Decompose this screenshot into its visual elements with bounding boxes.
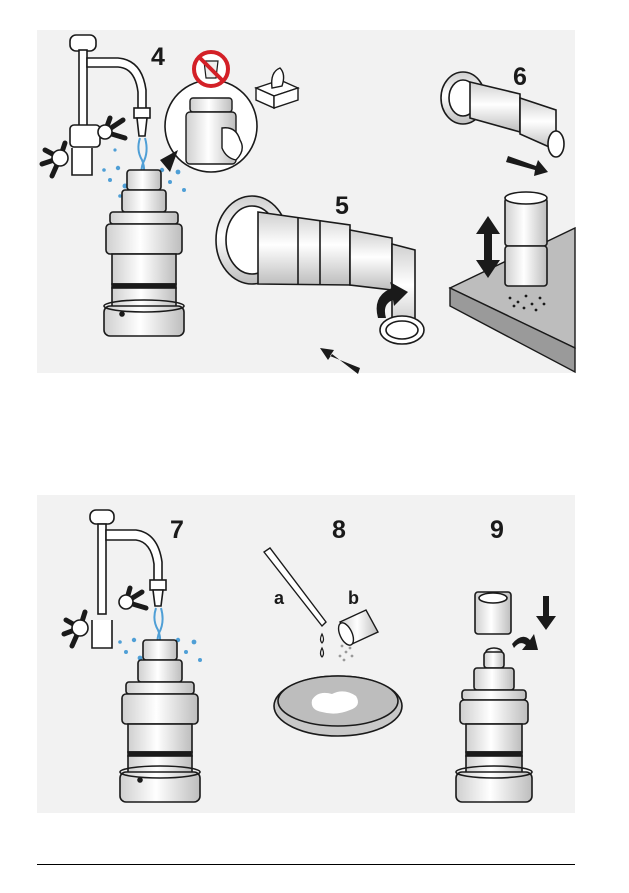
- push-arrow-icon: [320, 348, 360, 374]
- label-a: a: [274, 588, 284, 609]
- tissue-box-icon: [256, 68, 298, 108]
- pipette-icon: [264, 548, 326, 626]
- sensor-horizontal-5: [216, 196, 424, 344]
- step-number-5: 5: [335, 192, 349, 221]
- sensor-horizontal-6: [441, 72, 564, 157]
- faucet-icon-7: [64, 510, 166, 648]
- step-number-7: 7: [170, 516, 184, 545]
- callout-wipe: [160, 80, 257, 172]
- powder-container-icon: [335, 610, 378, 647]
- sensor-vertical-6: [505, 192, 547, 286]
- cap-icon: [475, 592, 511, 634]
- step-number-9: 9: [490, 516, 504, 545]
- petri-dish: [274, 676, 402, 736]
- drops: [321, 634, 324, 657]
- prohibited-icon: [194, 52, 228, 86]
- footer-rule: [37, 864, 575, 865]
- down-arrow-icon: [536, 596, 556, 630]
- label-b: b: [348, 588, 359, 609]
- step-number-6: 6: [513, 63, 527, 92]
- powder-dots: [339, 645, 354, 662]
- sensor-body-4: [104, 170, 184, 336]
- faucet-icon: [42, 35, 150, 176]
- sensor-body-7: [120, 640, 200, 802]
- twist-arrow-icon: [512, 634, 538, 650]
- pull-arrow-icon: [506, 156, 548, 176]
- sensor-body-9: [456, 648, 532, 802]
- step-number-8: 8: [332, 516, 346, 545]
- step-number-4: 4: [151, 43, 165, 72]
